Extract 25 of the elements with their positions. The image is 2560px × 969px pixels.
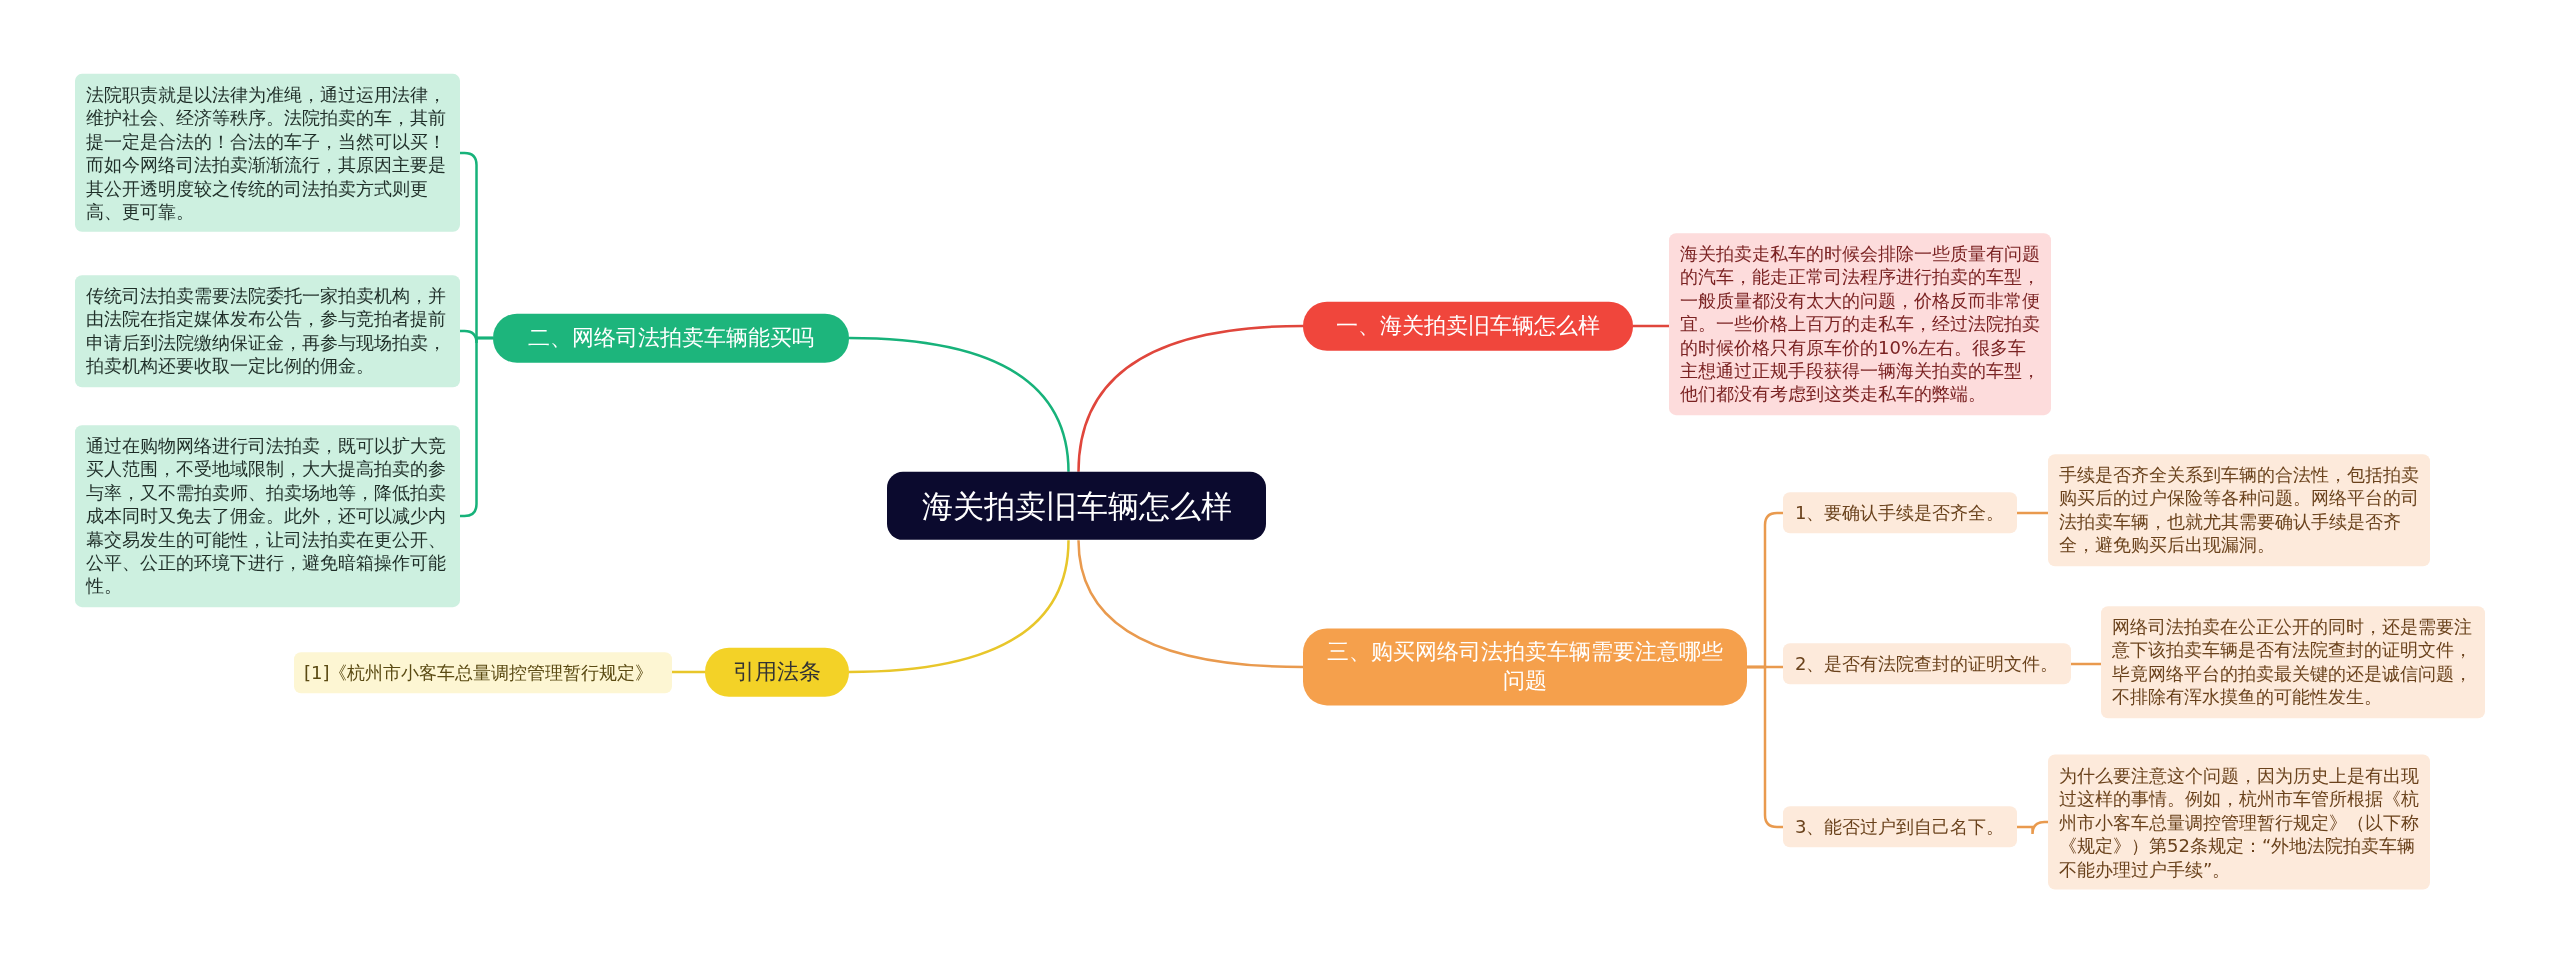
connector-line (848, 540, 1070, 674)
note-card: 网络司法拍卖在公正公开的同时，还是需要注意下该拍卖车辆是否有法院查封的证明文件，毕竟网络平台的拍卖最关键的还是诚信问题，不排除有浑水摸鱼的可能性发生。 (2101, 606, 2485, 718)
reference-card: [1]《杭州市小客车总量调控管理暂行规定》 (294, 652, 672, 694)
note-card: 通过在购物网络进行司法拍卖，既可以扩大竞买人范围，不受地域限制，大大提高拍卖的参与率，又不需拍卖师、拍卖场地等，降低拍卖成本同时又免去了佣金。此外，还可以减少内幕交易发生的可能性，让司法拍卖在更公开、公平、公正的环境下进行，避免暗箱操作可能性。 (75, 425, 460, 607)
subtopic: 2、是否有法院查封的证明文件。 (1783, 643, 2071, 685)
connector-line (2017, 511, 2048, 515)
subtopic: 1、要确认手续是否齐全。 (1783, 492, 2017, 534)
connector-line (1077, 540, 1304, 669)
subtopic: 3、能否过户到自己名下。 (1783, 806, 2017, 848)
branch-topic: 一、海关拍卖旧车辆怎么样 (1303, 301, 1633, 351)
connector-line (848, 336, 1070, 472)
branch-topic: 二、网络司法拍卖车辆能买吗 (493, 313, 849, 363)
branch-topic: 引用法条 (705, 647, 849, 697)
note-card: 传统司法拍卖需要法院委托一家拍卖机构，并由法院在指定媒体发布公告，参与竞拍者提前申请后到法院缴纳保证金，再参与现场拍卖，拍卖机构还要收取一定比例的佣金。 (75, 275, 460, 387)
connector-line (2071, 662, 2101, 666)
connector-line (2017, 820, 2048, 836)
central-topic: 海关拍卖旧车辆怎么样 (887, 471, 1266, 541)
note-card: 手续是否齐全关系到车辆的合法性，包括拍卖购买后的过户保险等各种问题。网络平台的司法拍卖车辆，也就尤其需要确认手续是否齐全，避免购买后出现漏洞。 (2048, 454, 2430, 566)
connector-line (1633, 324, 1669, 328)
note-card: 为什么要注意这个问题，因为历史上是有出现过这样的事情。例如，杭州市车管所根据《杭州市小客车总量调控管理暂行规定》（以下称《规定》）第52条规定：“外地法院拍卖车辆不能办理过户手续”。 (2048, 754, 2430, 890)
note-card: 海关拍卖走私车的时候会排除一些质量有问题的汽车，能走正常司法程序进行拍卖的车型，一般质量都没有太大的问题，价格反而非常便宜。一些价格上百万的走私车，经过法院拍卖的时候价格只有原车价的10%左右。很多车主想通过正规手段获得一辆海关拍卖的车型，他们都没有考虑到这类走私车的弊端。 (1669, 233, 2051, 415)
connector-line (672, 670, 705, 674)
connector-line (1077, 324, 1304, 472)
branch-topic: 三、购买网络司法拍卖车辆需要注意哪些问题 (1303, 628, 1747, 706)
note-card: 法院职责就是以法律为准绳，通过运用法律，维护社会、经济等秩序。法院拍卖的车，其前提一定是合法的！合法的车子，当然可以买！而如今网络司法拍卖渐渐流行，其原因主要是其公开透明度较之传统的司法拍卖方式则更高、更可靠。 (75, 73, 460, 233)
